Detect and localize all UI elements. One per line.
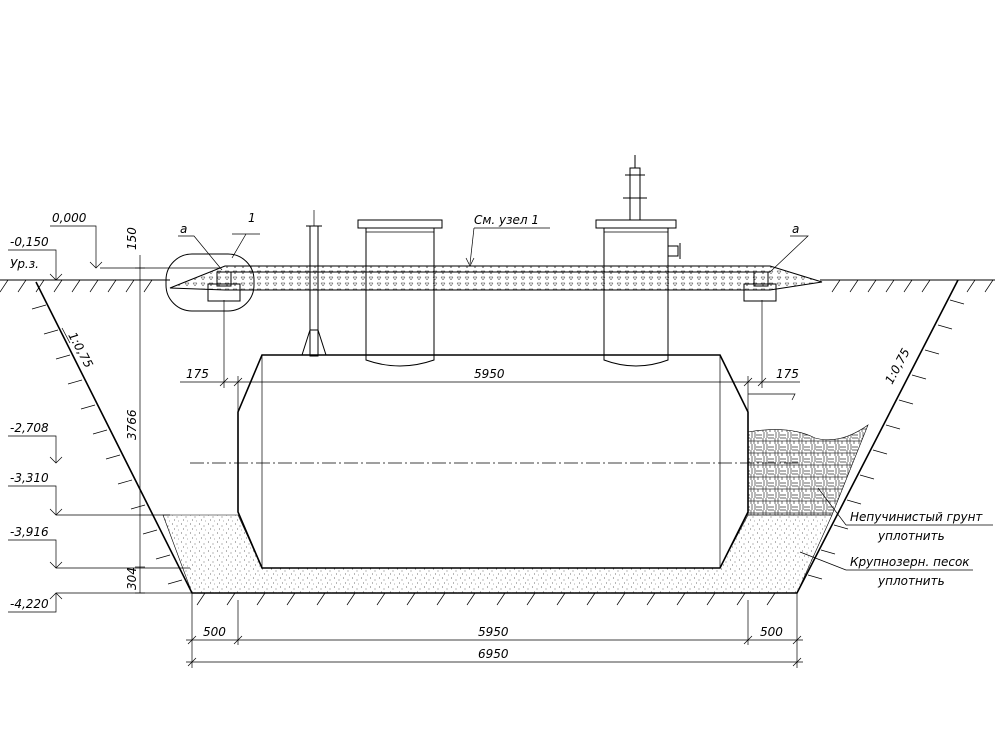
legend-soil-line2: уплотнить (877, 529, 945, 543)
dim-gap-left: 175 (186, 367, 209, 381)
legend-soil-line1: Непучинистый грунт (850, 510, 983, 524)
dim-depth: 3766 (125, 409, 139, 440)
dim-tank-length-top: 5950 (474, 367, 505, 381)
left-manhole (357, 219, 443, 367)
elevation-markers (8, 225, 192, 613)
dim-bottom-total: 6950 (478, 647, 509, 661)
dim-gap-right: 175 (776, 367, 799, 381)
callout-leaders (178, 227, 809, 273)
elevation-tank-bottom: -3,916 (10, 525, 49, 539)
dim-cover-thickness: 150 (125, 227, 139, 250)
vertical-dimensions (100, 255, 220, 594)
node-number: 1 (248, 211, 256, 225)
soil-fill (747, 424, 869, 516)
sand-bed (162, 514, 833, 594)
dim-bottom-middle: 5950 (478, 625, 509, 639)
dim-bottom-right: 500 (760, 625, 783, 639)
letter-right: а (792, 222, 799, 236)
elevation-pit-bottom: -4,220 (10, 597, 49, 611)
excavation-pit (31, 279, 965, 606)
legend-sand-line1: Крупнозерн. песок (850, 555, 970, 569)
elevation-bed-top: -3,310 (10, 471, 49, 485)
right-manhole (595, 155, 681, 367)
ground-mark: Ур.з. (10, 257, 39, 271)
dim-bottom-left: 500 (203, 625, 226, 639)
legend-leaders (799, 487, 993, 571)
bottom-dimension-lines (186, 593, 803, 668)
elevation-axis: -2,708 (10, 421, 49, 435)
vent-pipe (301, 210, 327, 357)
legend-sand-line2: уплотнить (877, 574, 945, 588)
elevation-surface: -0,150 (10, 235, 49, 249)
letter-left: а (180, 222, 187, 236)
elevation-top: 0,000 (52, 211, 87, 225)
slope-right: 1:0,75 (882, 346, 912, 386)
tank-body (190, 354, 800, 569)
dim-sand-layer: 304 (125, 567, 139, 590)
top-dimension-line (180, 300, 800, 412)
node-reference: См. узел 1 (474, 213, 539, 227)
concrete-slab (165, 253, 823, 312)
